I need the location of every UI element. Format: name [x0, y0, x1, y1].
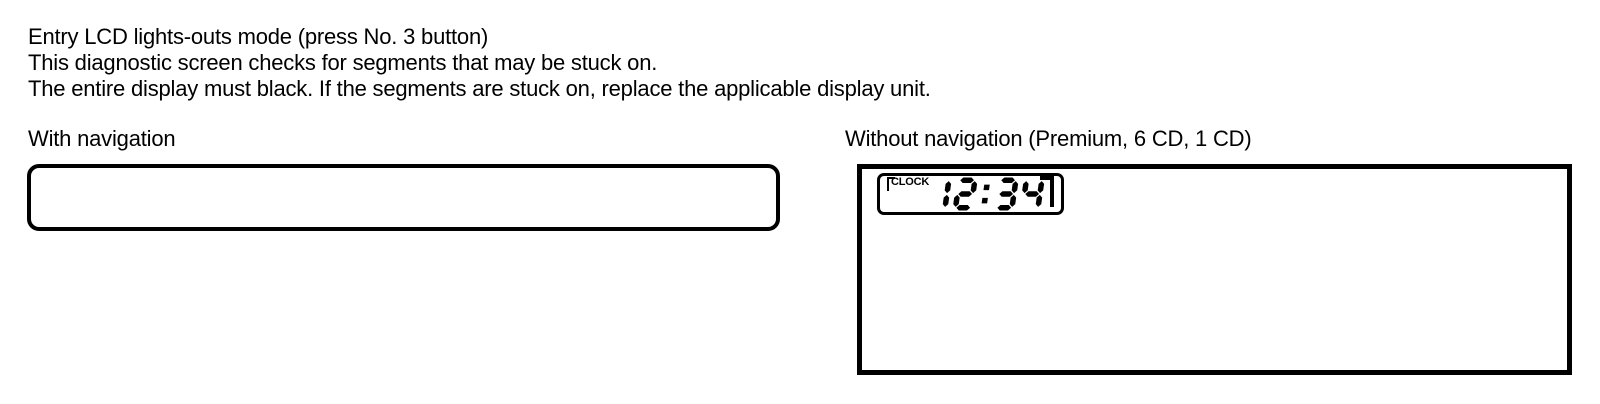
clock-right-corner-bracket-icon: [1040, 176, 1054, 207]
diagnostic-instructions: Entry LCD lights-outs mode (press No. 3 …: [28, 24, 931, 102]
instruction-line: Entry LCD lights-outs mode (press No. 3 …: [28, 24, 489, 49]
with-navigation-label: With navigation: [28, 126, 176, 151]
clock-display: CLOCK: [877, 173, 1064, 215]
clock-label: CLOCK: [891, 176, 930, 188]
without-navigation-display-box: CLOCK: [857, 164, 1572, 375]
clock-left-corner-bracket-icon: [887, 177, 895, 191]
clock-digits: [942, 177, 1045, 211]
with-navigation-display-box: [27, 164, 780, 231]
instruction-line: This diagnostic screen checks for segmen…: [28, 50, 658, 75]
without-navigation-label: Without navigation (Premium, 6 CD, 1 CD): [845, 126, 1252, 151]
instruction-line: The entire display must black. If the se…: [28, 76, 931, 101]
